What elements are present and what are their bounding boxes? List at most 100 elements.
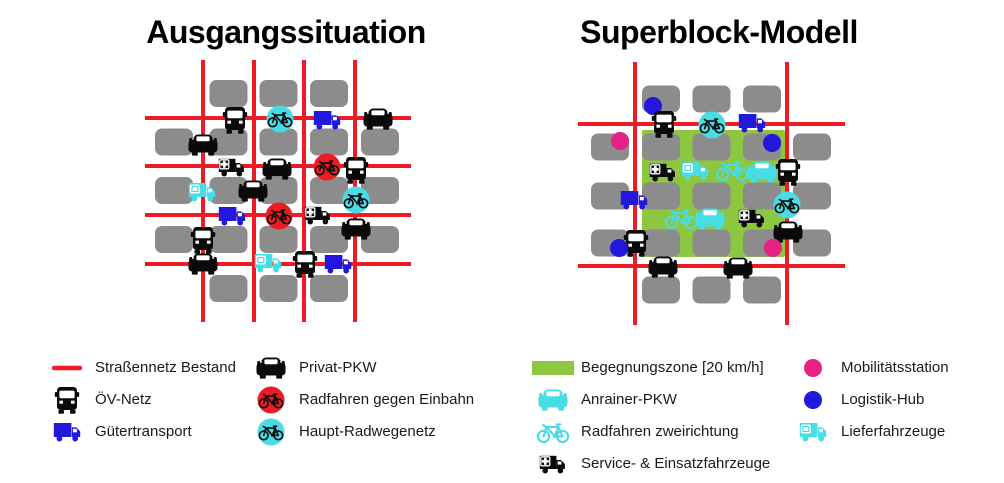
city-block — [692, 133, 731, 161]
bike-cyan-icon — [536, 423, 570, 444]
dot-blue-icon — [804, 391, 822, 409]
legend-item: Anrainer-PKW — [530, 384, 770, 416]
service-icon — [218, 158, 245, 178]
service-icon — [304, 206, 331, 226]
city-block — [793, 182, 831, 210]
dot-magenta-icon — [804, 359, 822, 377]
legend-item: Begegnungszone [20 km/h] — [530, 352, 770, 384]
city-block — [310, 177, 348, 204]
city-block — [692, 182, 731, 210]
city-block — [259, 128, 298, 156]
legend-label: Radfahren zweirichtung — [581, 422, 739, 440]
city-block — [692, 276, 731, 304]
red-line-icon — [44, 353, 90, 383]
dot-blue-icon — [763, 134, 781, 152]
circle-bike-cyan-icon — [698, 111, 726, 139]
city-block — [155, 128, 193, 156]
truck-cyan-icon — [255, 254, 281, 273]
city-block — [361, 226, 399, 253]
legend-item: Straßennetz Bestand — [44, 352, 236, 384]
green-swatch-icon — [532, 361, 574, 375]
truck-cyan-icon — [800, 423, 826, 442]
street-grid-diagram — [145, 60, 845, 325]
city-block — [209, 128, 248, 156]
legend-label: ÖV-Netz — [95, 390, 152, 408]
city-block — [209, 80, 248, 107]
city-block — [209, 177, 248, 204]
service-icon — [539, 455, 566, 475]
city-block — [793, 133, 831, 161]
truck-blue-icon — [324, 255, 352, 274]
legend-item: ÖV-Netz — [44, 384, 236, 416]
truck-blue-icon — [738, 114, 766, 133]
dot-magenta-icon — [764, 239, 782, 257]
legend-item: Radfahren gegen Einbahn — [248, 384, 474, 416]
city-block — [259, 177, 298, 204]
legend-item: Radfahren zweirichtung — [530, 416, 770, 448]
city-block — [642, 276, 680, 304]
bus-icon — [292, 251, 318, 278]
legend-label: Radfahren gegen Einbahn — [299, 390, 475, 408]
city-block — [591, 182, 629, 210]
city-block — [310, 275, 348, 302]
legend-item: Privat-PKW — [248, 352, 474, 384]
legend-label: Straßennetz Bestand — [95, 358, 236, 376]
legend-label: Mobilitätsstation — [841, 358, 949, 376]
car-black-icon — [648, 256, 678, 278]
car-black-icon — [341, 218, 371, 240]
city-block — [743, 182, 781, 210]
legend-label: Haupt-Radwegenetz — [299, 422, 436, 440]
city-block — [743, 276, 781, 304]
car-black-icon — [723, 257, 753, 279]
city-block — [361, 128, 399, 156]
city-block — [155, 177, 193, 204]
city-block — [692, 229, 731, 257]
dot-blue-icon — [644, 97, 662, 115]
legend-column: Begegnungszone [20 km/h] Anrainer-PKW Radf… — [530, 352, 770, 480]
legend-label: Logistik-Hub — [841, 390, 925, 408]
red-line-icon — [52, 365, 82, 371]
circle-bike-red-icon — [248, 385, 294, 415]
circle-bike-cyan-icon — [248, 417, 294, 447]
truck-blue-icon — [44, 417, 90, 447]
dot-blue-icon — [790, 385, 836, 415]
city-block — [310, 226, 348, 253]
truck-blue-icon — [218, 207, 246, 226]
legend-label: Service- & Einsatzfahrzeuge — [581, 454, 771, 472]
legend-label: Anrainer-PKW — [581, 390, 677, 408]
legend-item: Haupt-Radwegenetz — [248, 416, 474, 448]
legend-label: Lieferfahrzeuge — [841, 422, 946, 440]
right-panel-title: Superblock-Modell — [580, 14, 858, 50]
legend-label: Begegnungszone [20 km/h] — [581, 358, 764, 376]
circle-bike-cyan-icon — [342, 186, 370, 214]
bus-icon — [54, 387, 80, 414]
circle-bike-red-icon — [313, 153, 341, 181]
car-cyan-icon — [538, 389, 568, 411]
city-block — [209, 226, 248, 253]
truck-cyan-icon — [790, 417, 836, 447]
legend-item: Logistik-Hub — [790, 384, 949, 416]
truck-blue-icon — [313, 111, 341, 130]
city-block — [642, 229, 680, 257]
dot-magenta-icon — [790, 353, 836, 383]
legend-label: Privat-PKW — [299, 358, 377, 376]
circle-bike-red-icon — [257, 386, 285, 414]
dot-blue-icon — [610, 239, 628, 257]
left-panel-title: Ausgangssituation — [146, 14, 426, 50]
city-block — [642, 182, 680, 210]
legend-item: Gütertransport — [44, 416, 236, 448]
green-swatch-icon — [530, 353, 576, 383]
car-black-icon — [262, 158, 292, 180]
circle-bike-cyan-icon — [773, 191, 801, 219]
city-block — [361, 177, 399, 204]
car-black-icon — [256, 357, 286, 379]
circle-bike-red-icon — [265, 202, 293, 230]
legend-item: Lieferfahrzeuge — [790, 416, 949, 448]
city-block — [259, 80, 298, 107]
city-block — [310, 80, 348, 107]
city-block — [692, 85, 731, 113]
legend-item: Mobilitätsstation — [790, 352, 949, 384]
